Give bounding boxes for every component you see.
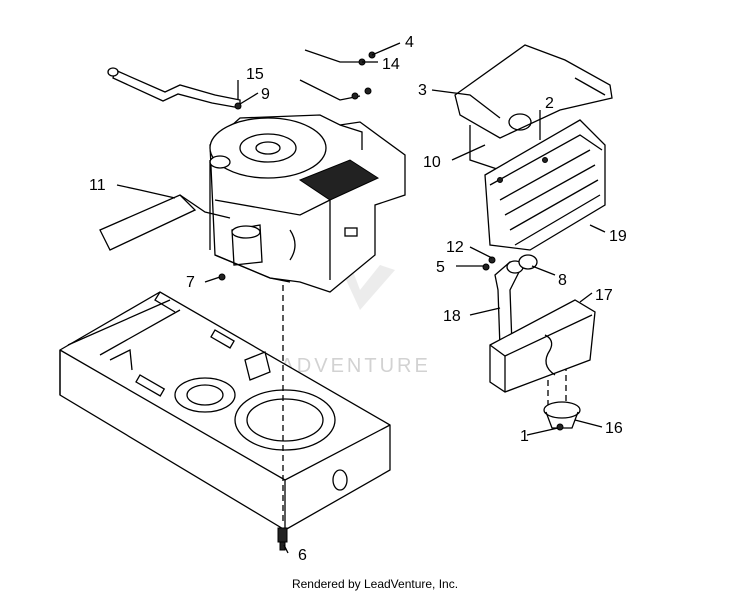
part-5-bolt xyxy=(482,263,490,271)
callout-14: 14 xyxy=(382,56,400,73)
callout-8: 8 xyxy=(558,272,567,289)
callout-18: 18 xyxy=(443,308,461,325)
callout-labels: 1 2 3 4 5 6 7 8 9 10 11 12 14 15 16 17 1… xyxy=(89,34,627,564)
render-credit: Rendered by LeadVenture, Inc. xyxy=(291,577,459,591)
callout-2: 2 xyxy=(545,95,554,112)
callout-10: 10 xyxy=(423,154,441,171)
callout-3: 3 xyxy=(418,82,427,99)
part-15-rod xyxy=(107,67,241,109)
engine xyxy=(209,114,406,293)
callout-7: 7 xyxy=(186,274,195,291)
callout-4: 4 xyxy=(405,34,414,51)
part-14-cable xyxy=(299,49,376,101)
part-9-nut xyxy=(234,102,242,110)
part-19-heat-shield xyxy=(484,119,606,251)
callout-15: 15 xyxy=(246,66,264,83)
callout-12: 12 xyxy=(446,239,464,256)
part-1-screw xyxy=(556,423,564,431)
callout-11: 11 xyxy=(89,177,106,194)
callout-5: 5 xyxy=(436,259,445,276)
callout-9: 9 xyxy=(261,86,270,103)
part-6-bolt xyxy=(277,527,288,551)
part-17-muffler xyxy=(489,299,596,393)
callout-17: 17 xyxy=(595,287,613,304)
callout-1: 1 xyxy=(520,428,529,445)
part-11-dipstick-tube xyxy=(99,194,231,251)
part-12-washer xyxy=(488,256,496,264)
part-3-bracket xyxy=(454,44,613,171)
leader-lines xyxy=(116,42,606,554)
part-16-deflector xyxy=(543,401,581,429)
callout-6: 6 xyxy=(298,547,307,564)
callout-19: 19 xyxy=(609,228,627,245)
callout-16: 16 xyxy=(605,420,623,437)
chassis-frame xyxy=(59,291,391,531)
